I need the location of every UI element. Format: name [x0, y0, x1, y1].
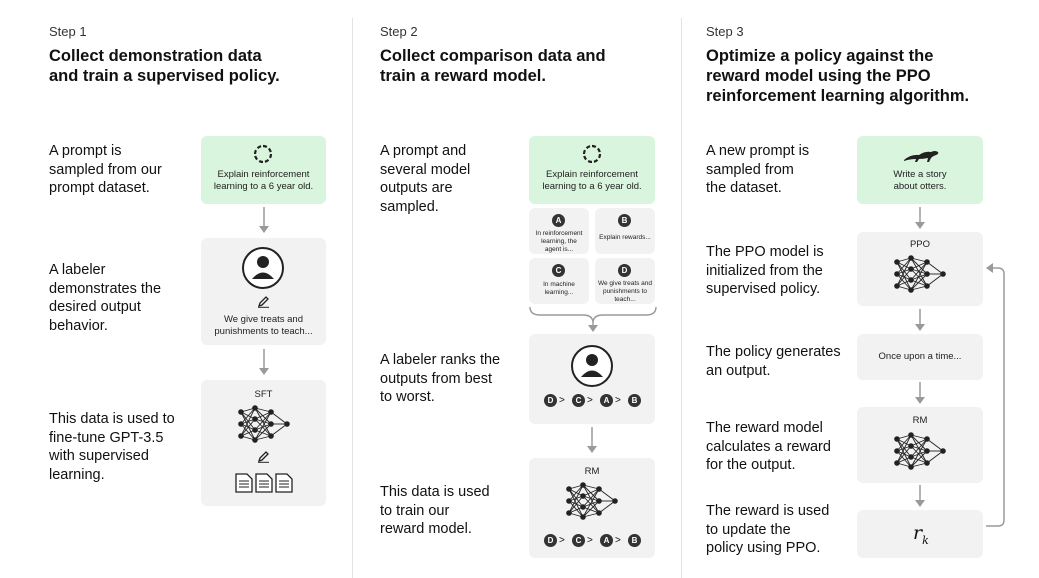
arrow-down [587, 427, 597, 453]
arrow-down [915, 309, 925, 331]
bracket-connector [529, 306, 657, 332]
step1-label: Step 1 [49, 24, 87, 39]
rank-item: C [572, 394, 585, 407]
gt-symbol: > [587, 395, 593, 406]
pencil-icon [257, 451, 269, 463]
document-icon [255, 473, 273, 493]
neural-network-icon [894, 432, 946, 470]
step3-rm-box: RM [857, 407, 983, 483]
document-icon [235, 473, 253, 493]
output-letter-c: C [552, 264, 565, 277]
rank-item: D [544, 394, 557, 407]
output-text: Once upon a time... [878, 351, 962, 362]
step3-ppo-box: PPO [857, 232, 983, 306]
rm-label: RM [912, 415, 928, 426]
rank-item: D [544, 534, 557, 547]
step3-label: Step 3 [706, 24, 744, 39]
arrow-down [915, 485, 925, 507]
rank-item: A [600, 534, 613, 547]
output-letter-b: B [618, 214, 631, 227]
neural-network-icon [566, 482, 618, 520]
step2-rm-box: RM D > C > A > B [529, 458, 655, 558]
recycle-arrows-icon [582, 144, 602, 164]
rank-item: C [572, 534, 585, 547]
pencil-icon [257, 296, 269, 308]
column-divider-2 [681, 18, 682, 578]
ppo-label: PPO [909, 239, 931, 250]
neural-network-icon [894, 255, 946, 293]
rank-item: A [600, 394, 613, 407]
step2-ranking-box: D > C > A > B [529, 334, 655, 424]
step2-label: Step 2 [380, 24, 418, 39]
gt-symbol: > [615, 535, 621, 546]
arrow-down [259, 207, 269, 233]
gt-symbol: > [559, 535, 565, 546]
otter-icon [904, 151, 939, 162]
reward-symbol: rk [913, 522, 929, 547]
output-card-b: B Explain rewards... [595, 208, 655, 254]
neural-network-icon [238, 405, 290, 443]
feedback-loop-arrow [986, 263, 1005, 527]
sft-label: SFT [254, 389, 273, 400]
output-letter-d: D [618, 264, 631, 277]
ranking-row: D > C > A > B [544, 394, 644, 407]
rm-label: RM [584, 466, 600, 477]
step1-sft-box: SFT [201, 380, 326, 506]
arrow-down [915, 207, 925, 229]
gt-symbol: > [587, 535, 593, 546]
arrow-down [259, 349, 269, 375]
gt-symbol: > [559, 395, 565, 406]
output-letter-a: A [552, 214, 565, 227]
column-divider-1 [352, 18, 353, 578]
rank-item: B [628, 534, 641, 547]
person-icon [242, 247, 284, 289]
step3-reward-box: rk [857, 510, 983, 558]
person-icon [571, 345, 613, 387]
recycle-arrows-icon [253, 144, 273, 164]
document-icon [275, 473, 293, 493]
output-text-b: Explain rewards... [599, 234, 651, 241]
arrow-down [915, 382, 925, 404]
ranking-row: D > C > A > B [544, 534, 644, 547]
gt-symbol: > [615, 395, 621, 406]
step3-output-box: Once upon a time... [857, 334, 983, 380]
rank-item: B [628, 394, 641, 407]
